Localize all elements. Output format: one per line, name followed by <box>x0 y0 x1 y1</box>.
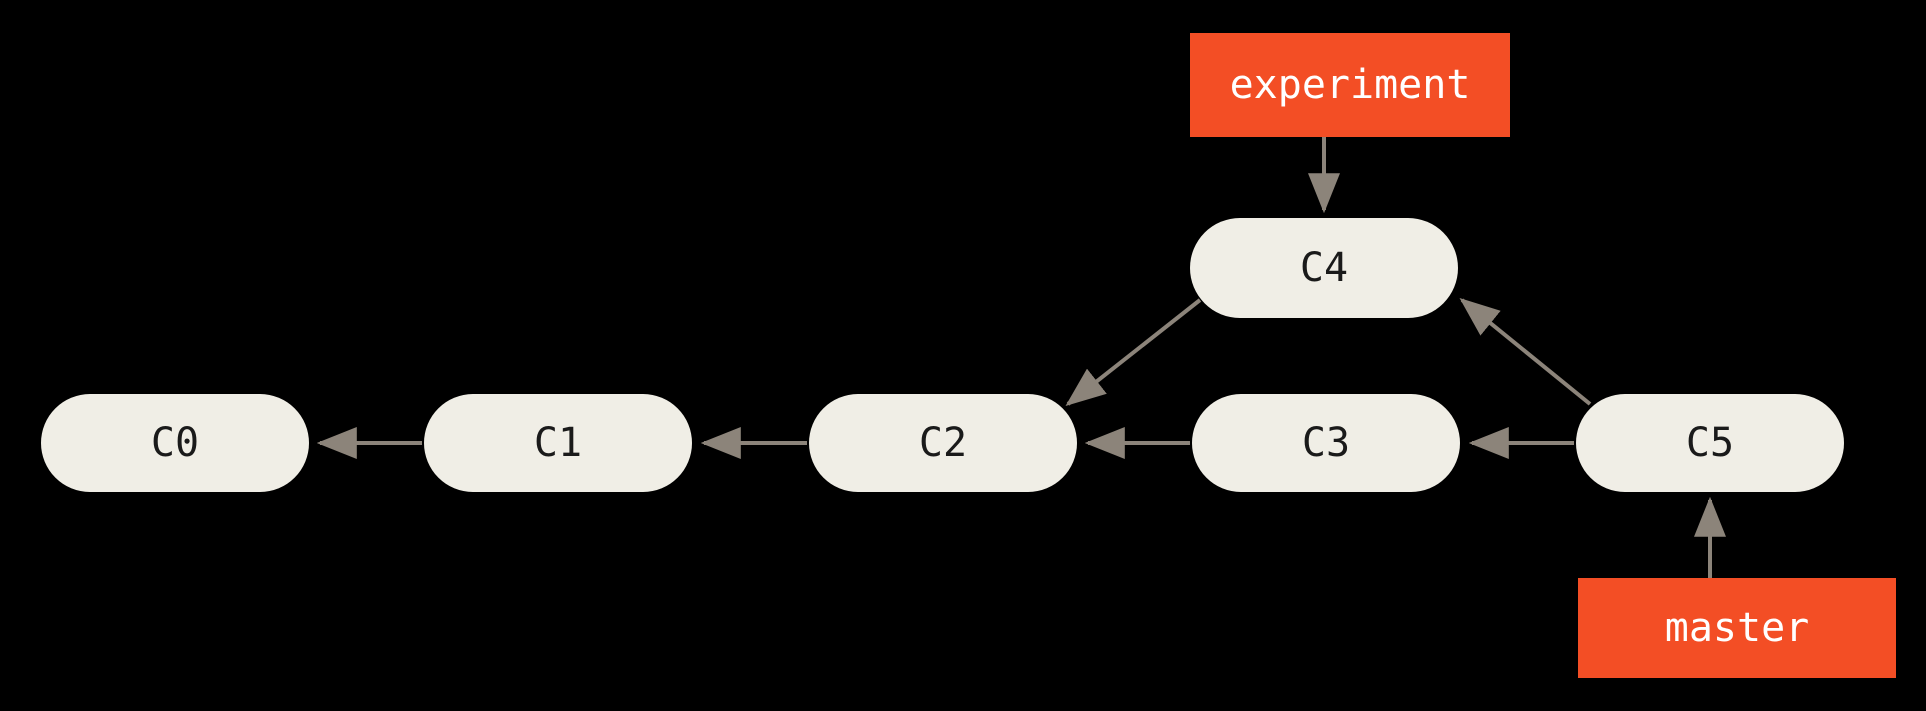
edge-c5-to-c4 <box>1459 297 1592 406</box>
branch-label-experiment[interactable]: experiment <box>1190 33 1510 137</box>
commit-label: C5 <box>1685 420 1735 466</box>
commit-node-c1[interactable]: C1 <box>424 394 692 492</box>
commit-label: C0 <box>150 420 200 466</box>
commit-node-c0[interactable]: C0 <box>41 394 309 492</box>
commit-node-c4[interactable]: C4 <box>1190 218 1458 318</box>
commit-node-c2[interactable]: C2 <box>809 394 1077 492</box>
branch-label-master[interactable]: master <box>1578 578 1896 678</box>
commit-node-c5[interactable]: C5 <box>1576 394 1844 492</box>
commit-node-c3[interactable]: C3 <box>1192 394 1460 492</box>
commit-label: C3 <box>1301 420 1351 466</box>
commit-label: C2 <box>918 420 968 466</box>
branch-label-text: master <box>1664 605 1810 651</box>
commit-label: C1 <box>533 420 583 466</box>
commit-label: C4 <box>1299 245 1349 291</box>
edge-c4-to-c2 <box>1065 298 1202 406</box>
branch-label-text: experiment <box>1229 62 1471 108</box>
